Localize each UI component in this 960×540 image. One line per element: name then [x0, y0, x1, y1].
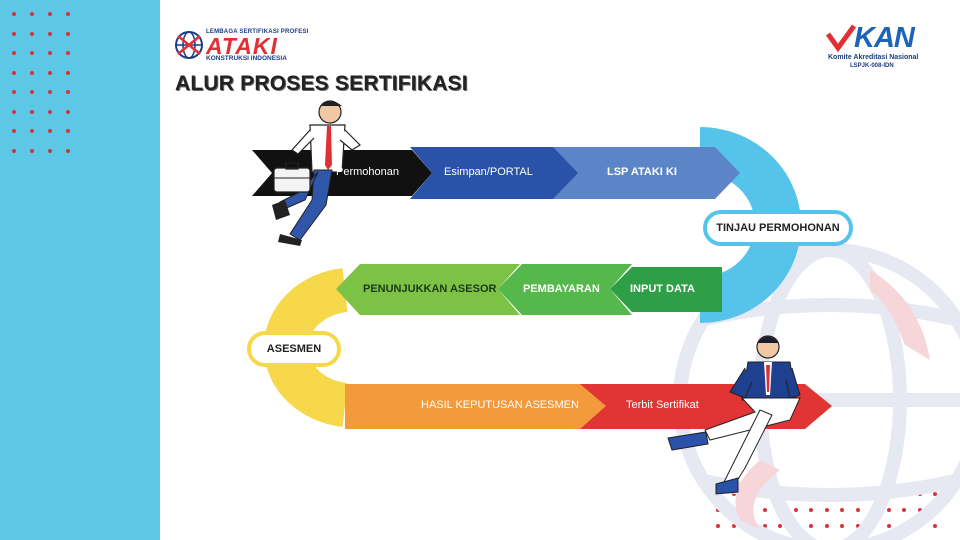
- decor-dot: [48, 31, 52, 36]
- logo-sub-text: KONSTRUKSI INDONESIA: [206, 55, 287, 62]
- decor-dot: [840, 524, 844, 528]
- decor-dot: [66, 148, 70, 153]
- decor-dot: [12, 51, 16, 55]
- decor-dot: [12, 109, 16, 114]
- check-icon: [826, 24, 856, 52]
- decor-dot: [762, 524, 767, 528]
- decor-dot: [48, 12, 52, 16]
- kan-logo: KAN Komite Akreditasi Nasional LSPJK-008…: [826, 22, 926, 72]
- step-tinjau-permohonan: TINJAU PERMOHONAN: [703, 210, 853, 246]
- decor-dot: [30, 70, 34, 75]
- decor-dot: [12, 129, 16, 133]
- arrow-hasil: [345, 384, 612, 429]
- decor-dot: [48, 51, 52, 55]
- sitting-businessman-figure: [667, 335, 801, 495]
- decor-dot: [917, 508, 922, 512]
- decor-dot: [66, 51, 70, 55]
- decor-dot: [30, 129, 34, 133]
- decor-dot: [793, 508, 798, 512]
- decor-dot: [12, 31, 16, 36]
- decor-dot: [778, 524, 782, 528]
- step-input-data: INPUT DATA: [630, 283, 695, 295]
- decor-dot: [762, 508, 767, 512]
- decor-dot: [30, 12, 34, 16]
- logo-small-text: LEMBAGA SERTIFIKASI PROFESI: [206, 29, 309, 35]
- decor-dot: [66, 129, 70, 133]
- step-hasil: HASIL KEPUTUSAN ASESMEN: [421, 399, 579, 411]
- decor-dot: [30, 51, 34, 55]
- page-title: ALUR PROSES SERTIFIKASI: [175, 72, 468, 95]
- decor-dot: [824, 508, 829, 512]
- step-asesmen: ASESMEN: [247, 331, 341, 367]
- decor-dot: [731, 492, 736, 496]
- decor-dot: [731, 524, 736, 528]
- step-penunjukkan: PENUNJUKKAN ASESOR: [363, 283, 497, 295]
- decor-dot: [886, 524, 891, 528]
- decor-dot: [809, 508, 813, 512]
- step-pembayaran: PEMBAYARAN: [523, 283, 600, 295]
- sidebar-panel: [0, 0, 160, 540]
- decor-dot: [12, 12, 16, 16]
- decor-dot: [840, 508, 844, 512]
- kan-code: LSPJK-008-IDN: [850, 63, 894, 69]
- decor-dot: [809, 524, 813, 528]
- decor-dot: [30, 148, 34, 153]
- decor-dot: [66, 12, 70, 16]
- decor-dot: [12, 70, 16, 75]
- decor-dot: [66, 109, 70, 114]
- logo-name: ATAKI: [206, 33, 278, 59]
- arrow-input-data: [610, 267, 722, 312]
- decor-dot: [902, 508, 906, 512]
- arrow-lsp: [553, 147, 740, 199]
- decor-dot: [30, 109, 34, 114]
- decor-dot: [855, 524, 860, 528]
- decor-dot: [886, 508, 891, 512]
- decor-dot: [48, 148, 52, 153]
- decor-dot: [12, 90, 16, 94]
- decor-dot: [12, 148, 16, 153]
- step-esimpan: Esimpan/PORTAL: [444, 166, 533, 178]
- decor-dot: [48, 129, 52, 133]
- running-businessman-figure: [272, 100, 361, 246]
- decor-dot: [48, 109, 52, 114]
- step-terbit: Terbit Sertifikat: [626, 399, 699, 411]
- decor-dot: [66, 31, 70, 36]
- decor-dot: [30, 31, 34, 36]
- arrow-esimpan: [410, 147, 580, 199]
- decor-dot: [48, 70, 52, 75]
- decor-dot: [48, 90, 52, 94]
- decor-dot: [30, 90, 34, 94]
- decor-dot: [855, 508, 860, 512]
- decor-dot: [66, 90, 70, 94]
- arrow-pembayaran: [498, 264, 632, 315]
- kan-subtitle: Komite Akreditasi Nasional: [828, 54, 919, 61]
- decor-dot: [824, 524, 829, 528]
- decor-dot: [933, 492, 937, 496]
- globe-icon: [175, 31, 203, 59]
- decor-dot: [716, 524, 720, 528]
- step-lsp: LSP ATAKI KI: [607, 166, 677, 178]
- ataki-logo: LEMBAGA SERTIFIKASI PROFESI ATAKI KONSTR…: [174, 28, 308, 62]
- decor-dot: [933, 524, 937, 528]
- kan-name: KAN: [854, 22, 915, 54]
- decor-dot: [66, 70, 70, 75]
- arrow-penunjukkan: [336, 264, 520, 315]
- step-permohonan: Permohonan: [336, 166, 399, 178]
